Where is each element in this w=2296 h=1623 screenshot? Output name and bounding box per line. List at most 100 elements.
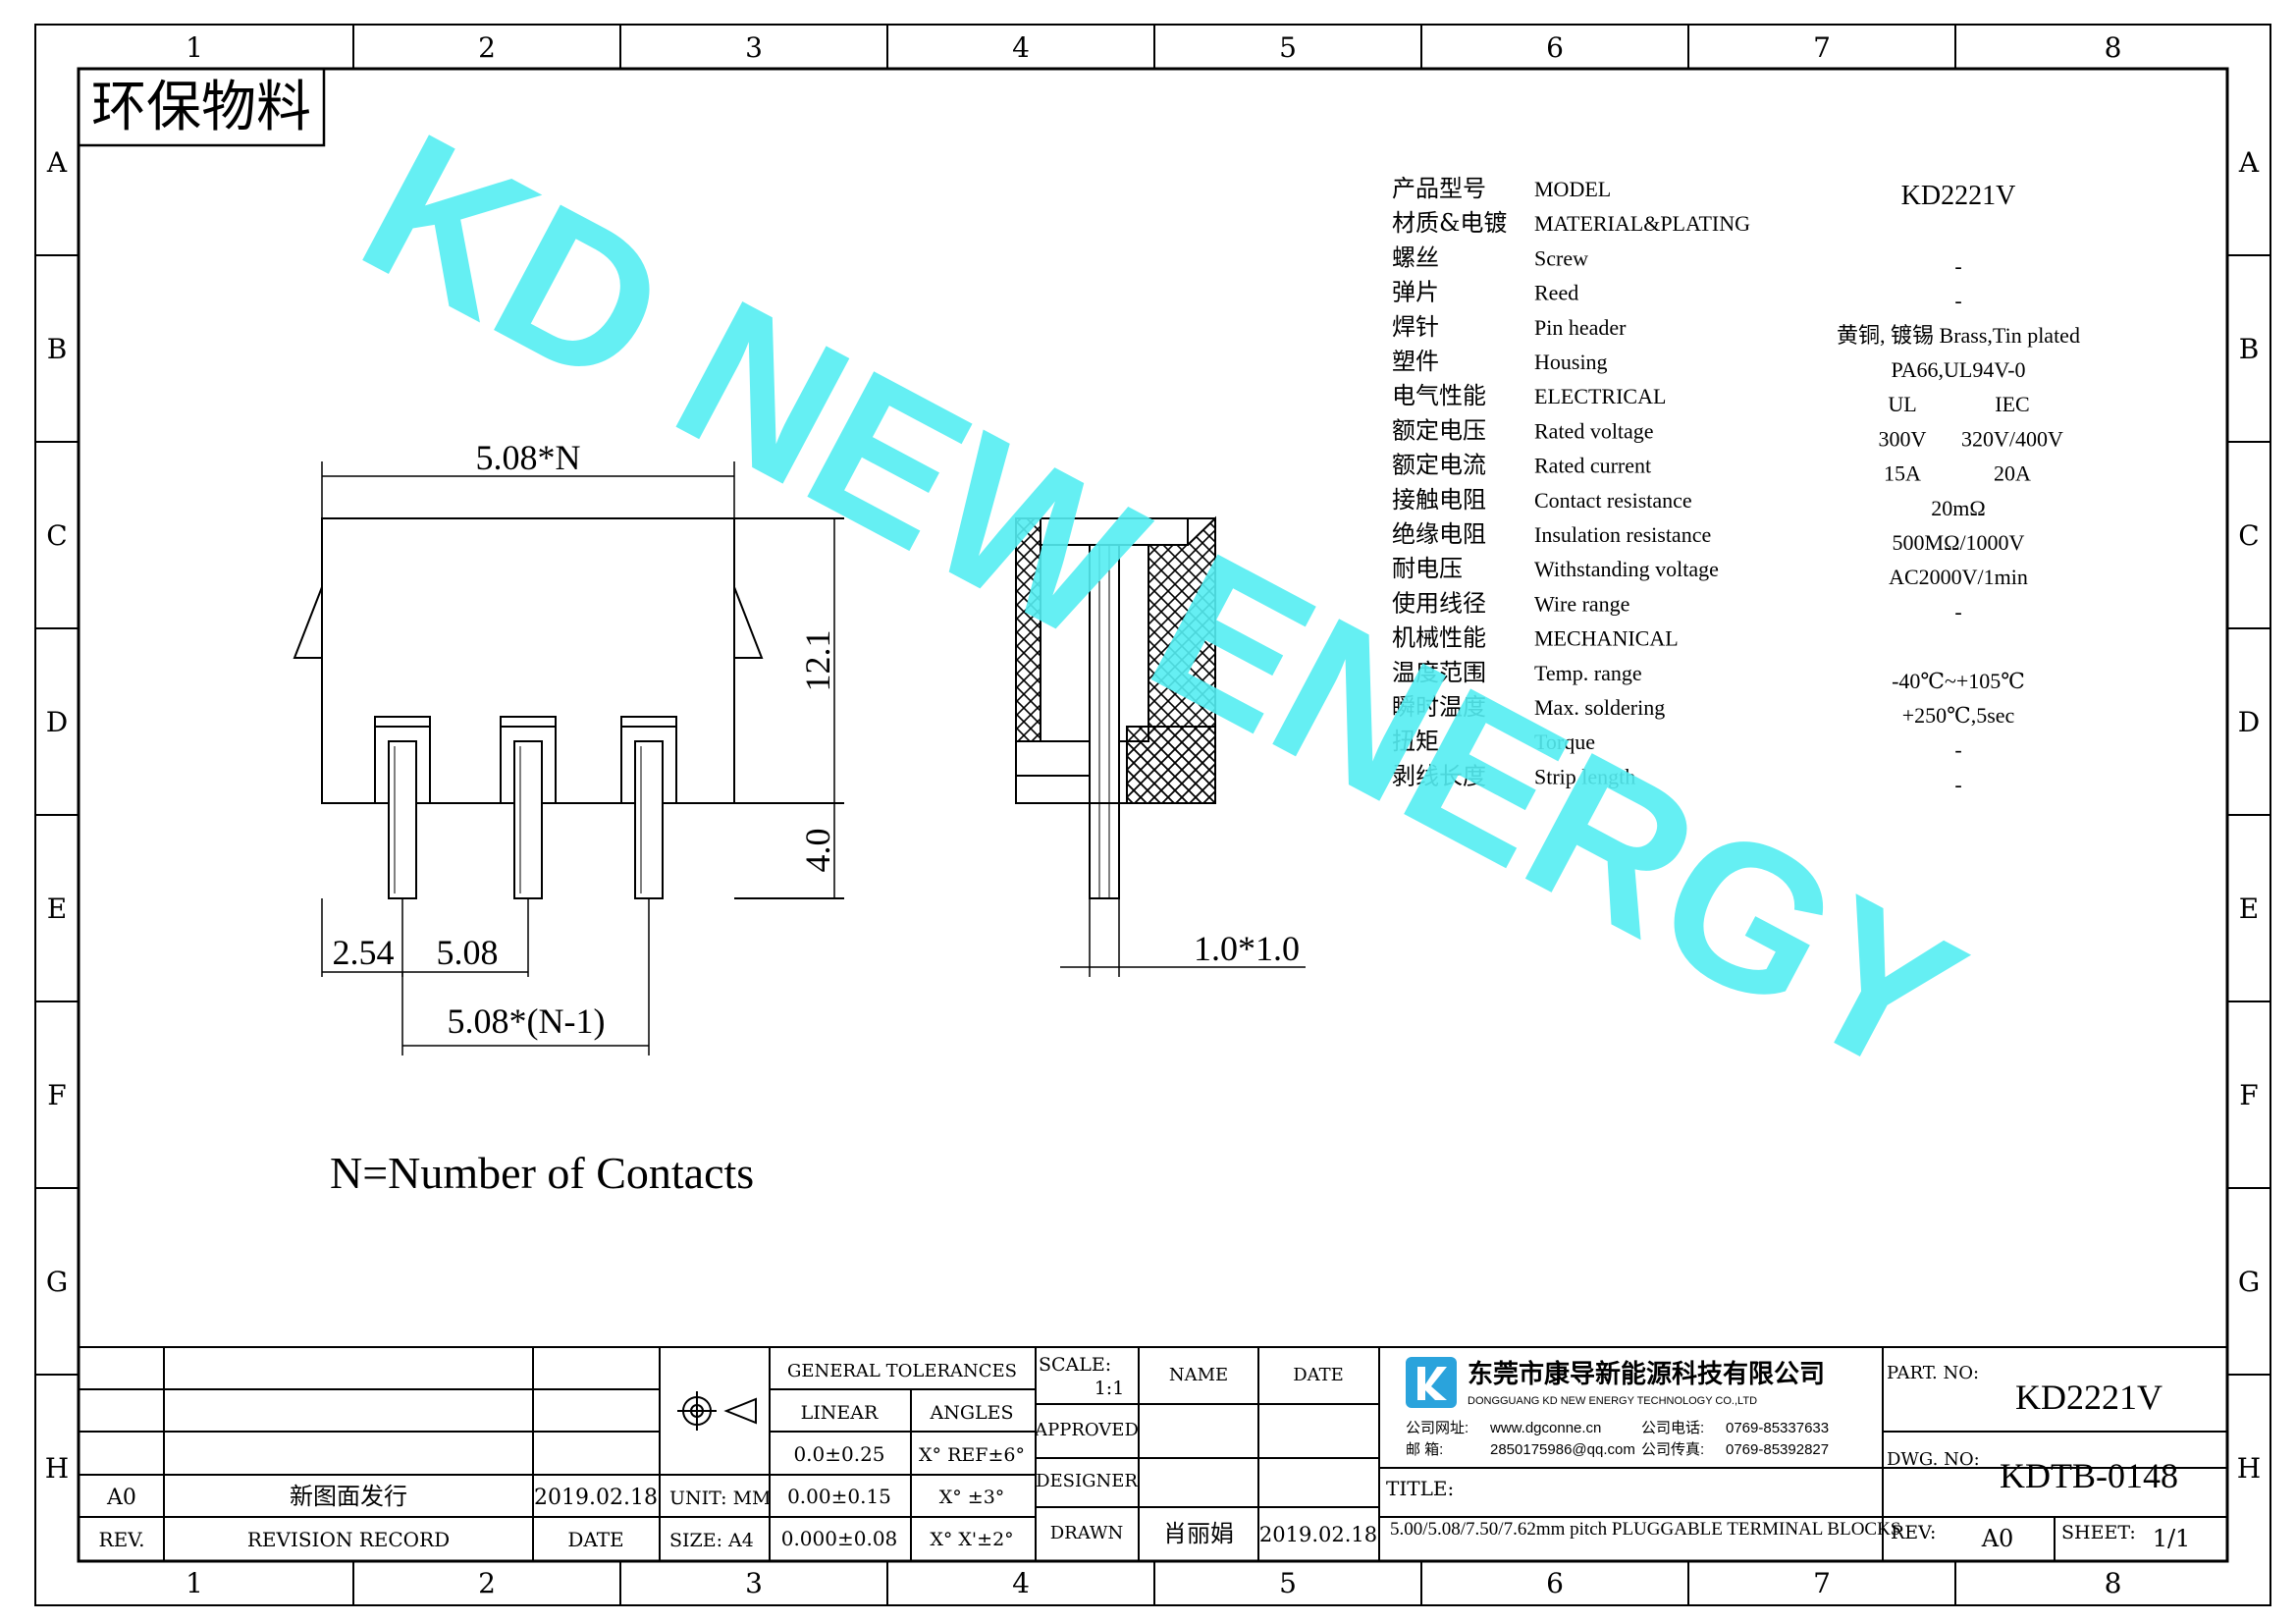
row-label-left: C — [46, 519, 67, 552]
spec-cn: 接触电阻 — [1392, 486, 1486, 514]
part-no-label: PART. NO: — [1887, 1363, 1979, 1383]
col-label-bottom: 4 — [1012, 1567, 1030, 1599]
col-label-top: 6 — [1546, 31, 1564, 64]
tolerance-angle: X° X'±2° — [930, 1529, 1013, 1550]
drawn-name: 肖丽娟 — [1163, 1520, 1234, 1547]
spec-cn: 额定电压 — [1392, 416, 1486, 444]
pin-housing — [620, 716, 677, 803]
row-label-left: H — [45, 1452, 69, 1485]
spec-value: +250℃,5sec — [1902, 703, 2015, 728]
spec-value-2: IEC — [1995, 392, 2029, 416]
size-label: SIZE: A4 — [669, 1530, 754, 1551]
tel-label: 公司电话: — [1641, 1420, 1704, 1436]
spec-value: UL — [1888, 392, 1916, 416]
mail-value: 2850175986@qq.com — [1490, 1441, 1635, 1458]
spec-value: PA66,UL94V-0 — [1891, 357, 2025, 382]
spec-value: 300V — [1879, 426, 1927, 451]
spec-cn: 焊针 — [1392, 313, 1439, 341]
spec-cn: 塑件 — [1392, 348, 1439, 375]
row-label-right: G — [2238, 1266, 2260, 1298]
dim-pitch-n1: 5.08*(N-1) — [448, 1001, 606, 1041]
spec-cn: 弹片 — [1392, 279, 1439, 306]
front-dims — [321, 461, 835, 1055]
spec-en: Housing — [1534, 350, 1608, 374]
pin — [634, 740, 664, 899]
company-logo — [1406, 1357, 1457, 1408]
spec-value: 黄铜, 镀锡 Brass,Tin plated — [1837, 323, 2080, 348]
spec-value: -40℃~+105℃ — [1892, 669, 2025, 693]
dwg-no-label: DWG. NO: — [1887, 1449, 1980, 1470]
row-label-left: F — [47, 1079, 66, 1111]
spec-en: Withstanding voltage — [1534, 557, 1719, 581]
col-label-top: 8 — [2105, 31, 2122, 64]
spec-en: Reed — [1534, 281, 1578, 305]
row-label-left: A — [46, 146, 68, 179]
drawn-date: 2019.02.18 — [1259, 1523, 1377, 1546]
spec-cn: 瞬时温度 — [1392, 693, 1486, 721]
dim-pin-size: 1.0*1.0 — [1194, 929, 1300, 968]
spec-cn: 温度范围 — [1392, 659, 1486, 686]
tolerance-linear: 0.0±0.25 — [793, 1442, 884, 1466]
col-label-bottom: 5 — [1279, 1567, 1297, 1599]
title-value: 5.00/5.08/7.50/7.62mm pitch PLUGGABLE TE… — [1390, 1519, 1900, 1540]
row-label-right: D — [2238, 706, 2260, 738]
web-value: www.dgconne.cn — [1489, 1420, 1601, 1436]
spec-value: - — [1954, 289, 1961, 313]
spec-cn: 额定电流 — [1392, 452, 1486, 479]
row-label-left: G — [46, 1266, 68, 1298]
rev-header: REV. — [99, 1528, 145, 1551]
tolerance-angle: X° ±3° — [939, 1487, 1005, 1508]
spec-cn: 产品型号 — [1392, 175, 1486, 202]
spec-value: 15A — [1884, 461, 1921, 486]
row-label-right: H — [2237, 1452, 2261, 1485]
scale-value: 1:1 — [1095, 1378, 1125, 1399]
note-contacts: N=Number of Contacts — [330, 1148, 754, 1198]
sheet-value: 1/1 — [2153, 1525, 2191, 1552]
col-label-bottom: 3 — [745, 1567, 763, 1599]
pin — [513, 740, 543, 899]
spec-value: - — [1954, 772, 1961, 796]
dim-first-pin: 2.54 — [333, 933, 395, 972]
revision-record: 新图面发行 — [290, 1483, 407, 1510]
scale-label: SCALE: — [1039, 1354, 1111, 1376]
sheet-label: SHEET: — [2061, 1522, 2136, 1543]
spec-cn: 使用线径 — [1392, 589, 1486, 617]
angles-header: ANGLES — [929, 1402, 1013, 1424]
tel-value: 0769-85337633 — [1726, 1420, 1829, 1436]
row-label-right: C — [2238, 519, 2259, 552]
projection-symbol — [677, 1391, 757, 1431]
web-label: 公司网址: — [1406, 1420, 1468, 1436]
rev-label: REV: — [1891, 1522, 1936, 1543]
title-label: TITLE: — [1386, 1477, 1454, 1500]
side-dims — [1060, 898, 1306, 977]
eco-label: 环保物料 — [91, 76, 311, 139]
spec-cn: 材质&电镀 — [1392, 209, 1507, 237]
spec-en: MATERIAL&PLATING — [1534, 211, 1750, 236]
spec-en: Pin header — [1534, 315, 1627, 340]
spec-en: Torque — [1534, 730, 1595, 754]
spec-en: Max. soldering — [1534, 695, 1665, 720]
col-label-top: 4 — [1012, 31, 1030, 64]
approved-label: APPROVED — [1034, 1420, 1139, 1440]
spec-value: - — [1954, 599, 1961, 623]
fax-value: 0769-85392827 — [1726, 1441, 1829, 1458]
company-name-en: DONGGUANG KD NEW ENERGY TECHNOLOGY CO.,L… — [1468, 1395, 1757, 1407]
spec-cn: 螺丝 — [1392, 243, 1439, 271]
dwg-no: KDTB-0148 — [2000, 1456, 2178, 1495]
spec-value-2: 320V/400V — [1961, 426, 2063, 451]
fax-label: 公司传真: — [1641, 1440, 1704, 1458]
spec-en: Contact resistance — [1534, 488, 1692, 513]
unit-label: UNIT: MM — [669, 1488, 772, 1509]
col-label-bottom: 7 — [1813, 1567, 1831, 1599]
dim-height: 12.1 — [798, 630, 837, 692]
spec-en: MODEL — [1534, 177, 1611, 201]
general-tolerances: GENERAL TOLERANCES — [787, 1361, 1017, 1381]
tolerance-linear: 0.00±0.15 — [787, 1485, 891, 1508]
spec-en: MECHANICAL — [1534, 626, 1679, 651]
linear-header: LINEAR — [801, 1402, 879, 1424]
row-label-left: B — [47, 333, 68, 365]
row-label-right: E — [2239, 893, 2259, 925]
spec-value-2: 20A — [1994, 461, 2031, 486]
